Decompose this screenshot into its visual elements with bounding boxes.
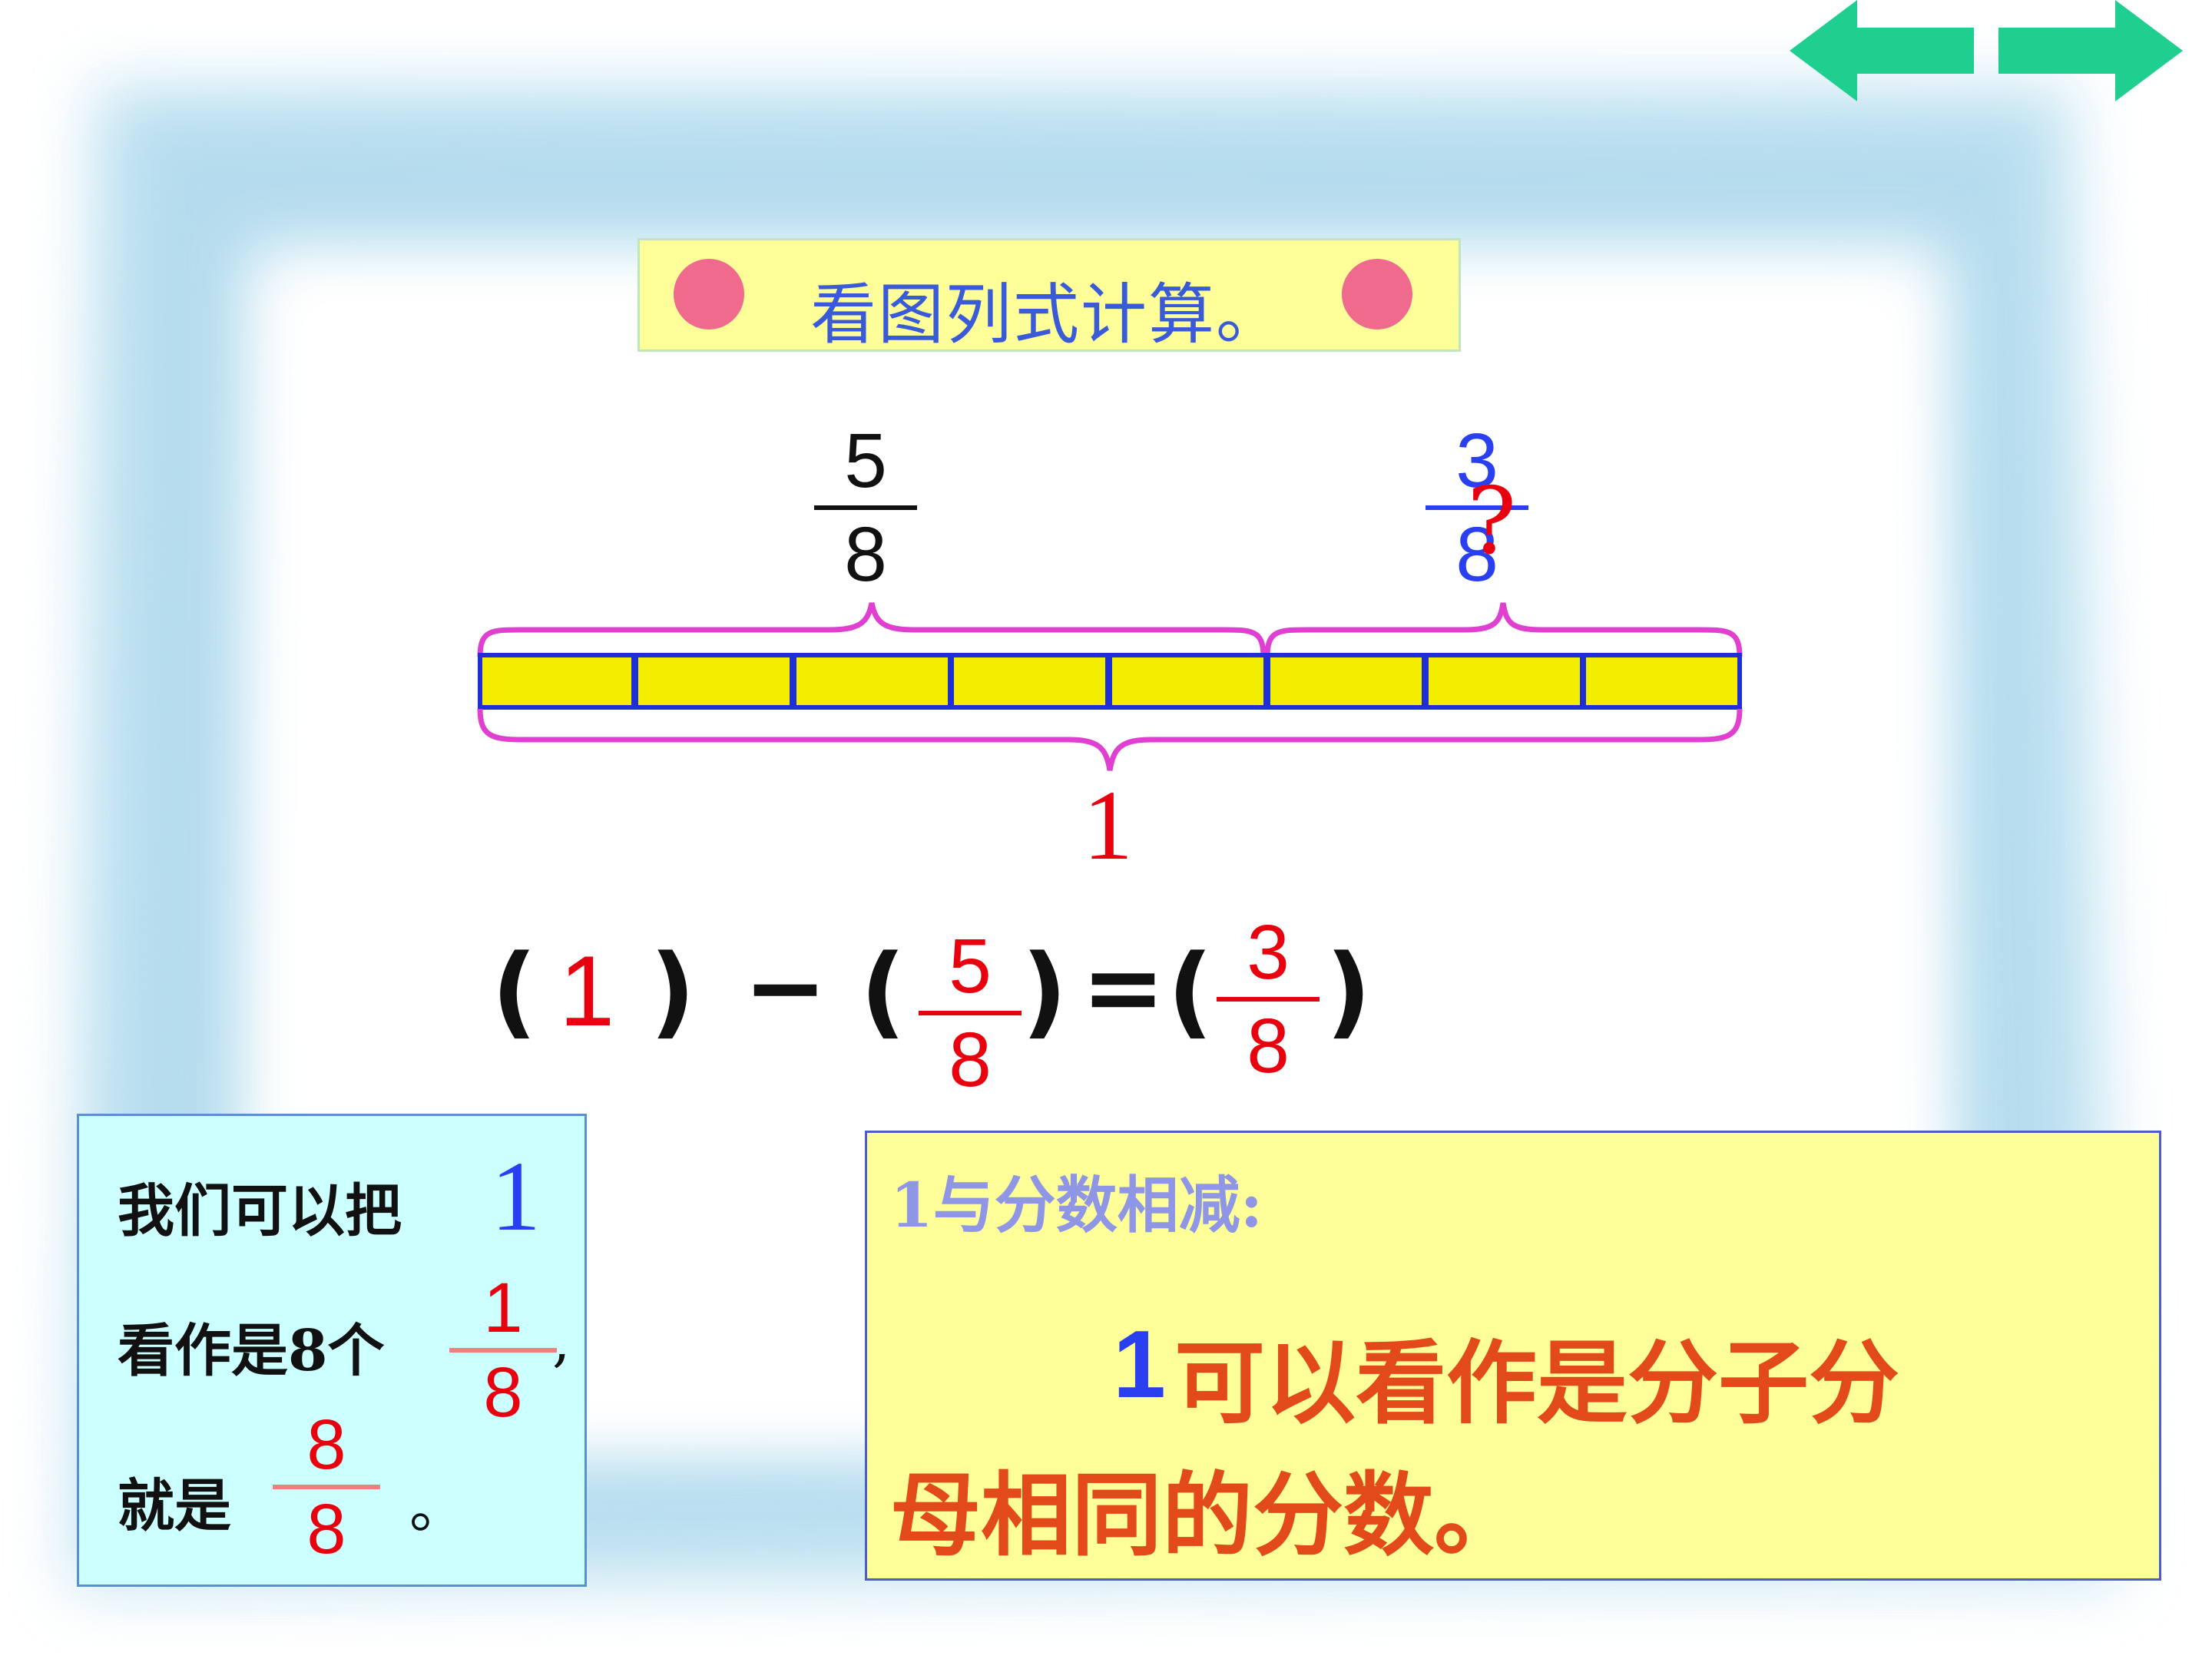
top-brace-left <box>477 602 1267 657</box>
left-fraction-denominator: 8 <box>844 512 887 598</box>
bar-segment <box>1581 653 1742 710</box>
bar-segment <box>634 653 794 710</box>
right-fraction-numerator: 3 <box>1455 418 1498 504</box>
equation-close-paren: ) <box>650 932 696 1049</box>
left-note-line3-text: 就是 <box>118 1473 231 1539</box>
left-note-line3-period: 。 <box>409 1475 466 1541</box>
equation-close-paren: ) <box>1022 932 1068 1049</box>
fraction-bar <box>449 1348 557 1353</box>
equation-minus: − <box>743 929 827 1045</box>
left-note-line2-denominator: 8 <box>483 1353 523 1432</box>
equation-term3-numerator: 3 <box>1247 909 1290 995</box>
bullet-dot-icon <box>1342 259 1412 329</box>
left-note-line2-numerator: 1 <box>483 1269 523 1347</box>
right-note-box: 1与分数相减: 1 可以看作是分子分 母相同的分数。 <box>865 1131 2161 1581</box>
top-brace-right <box>1264 602 1743 657</box>
fraction-bar <box>1426 505 1528 510</box>
left-note-line3-numerator: 8 <box>306 1406 346 1484</box>
fraction-bar <box>919 1011 1022 1015</box>
left-note-line3-fraction: 8 8 <box>273 1409 380 1565</box>
left-note-line2-text: 看作是8个 <box>118 1318 385 1384</box>
left-note-line1-number: 1 <box>491 1141 541 1252</box>
title-box: 看图列式计算。 <box>637 238 1461 353</box>
left-fraction-numerator: 5 <box>844 418 887 504</box>
unit-bar <box>478 653 1742 710</box>
next-arrow-icon[interactable] <box>1998 0 2183 104</box>
equation-close-paren: ) <box>1326 932 1372 1049</box>
fraction-bar <box>1217 997 1320 1002</box>
equation-equals: = <box>1081 929 1165 1045</box>
bar-segment <box>1424 653 1584 710</box>
right-note-body-number: 1 <box>1113 1312 1166 1418</box>
right-note-heading: 1与分数相减: <box>890 1169 1263 1241</box>
equation-open-paren: ( <box>1167 932 1214 1049</box>
left-note-line2-fraction: 1 8 <box>449 1273 557 1428</box>
unknown-mark: ? <box>1467 469 1517 575</box>
equation-term3-fraction: 3 8 <box>1217 914 1320 1084</box>
equation-term2-numerator: 5 <box>949 923 992 1009</box>
right-note-body-line2: 母相同的分数。 <box>890 1462 1525 1568</box>
equation-open-paren: ( <box>860 932 906 1049</box>
left-fraction: 5 8 <box>814 422 917 593</box>
bar-segment <box>478 653 636 710</box>
bar-segment <box>1266 653 1426 710</box>
bullet-dot-icon <box>674 259 744 329</box>
fraction-bar <box>273 1485 380 1489</box>
page-title: 看图列式计算。 <box>810 276 1283 353</box>
left-note-line2-comma: , <box>552 1308 571 1374</box>
left-note-line1: 我们可以把 <box>118 1165 402 1247</box>
bottom-brace <box>477 708 1743 771</box>
equation-term2-denominator: 8 <box>949 1017 992 1103</box>
right-fraction-denominator: 8 <box>1455 512 1498 598</box>
bar-segment <box>792 653 952 710</box>
equation-term1: 1 <box>559 935 615 1047</box>
equation-term2-fraction: 5 8 <box>919 928 1022 1098</box>
equation-term3-denominator: 8 <box>1247 1003 1290 1089</box>
right-note-body-line1: 可以看作是分子分 <box>1174 1330 1900 1436</box>
fraction-bar <box>814 505 917 510</box>
left-note-line1-text: 我们可以把 <box>118 1178 402 1244</box>
bar-segment <box>949 653 1110 710</box>
left-note-line3-denominator: 8 <box>306 1490 346 1568</box>
whole-label: 1 <box>1083 770 1133 881</box>
equation-open-paren: ( <box>492 932 538 1049</box>
prev-arrow-icon[interactable] <box>1790 0 1974 104</box>
right-fraction: 3 8 <box>1426 422 1528 593</box>
left-note-box: 我们可以把 1 看作是8个 1 8 , 就是 8 8 。 <box>77 1114 587 1587</box>
bar-segment <box>1108 653 1268 710</box>
